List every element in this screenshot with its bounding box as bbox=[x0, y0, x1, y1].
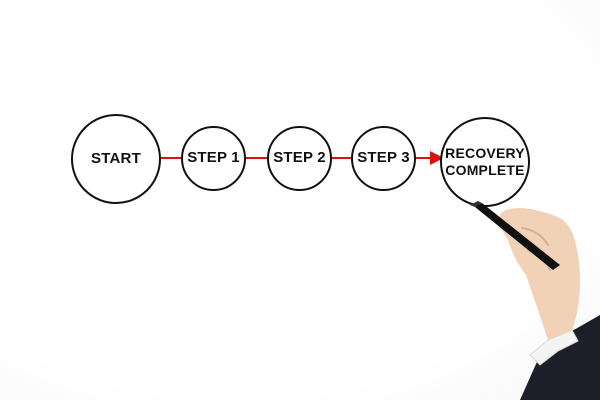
node-start: START bbox=[71, 114, 161, 204]
connector-step-2-step-3 bbox=[331, 157, 353, 159]
node-step-1: STEP 1 bbox=[181, 126, 246, 191]
node-step-2: STEP 2 bbox=[267, 126, 332, 191]
connector-step-3-recovery-complete bbox=[415, 157, 433, 159]
marker-pen bbox=[475, 203, 560, 270]
suit-sleeve bbox=[520, 315, 600, 400]
node-step-1-label: STEP 1 bbox=[187, 149, 240, 167]
node-start-label: START bbox=[91, 149, 141, 167]
connector-start-step-1 bbox=[161, 157, 181, 159]
node-step-3-label: STEP 3 bbox=[357, 149, 410, 167]
connector-step-1-step-2 bbox=[245, 157, 267, 159]
marker-pen-tip bbox=[470, 201, 482, 207]
node-step-3: STEP 3 bbox=[351, 126, 416, 191]
node-recovery-complete-label: RECOVERY COMPLETE bbox=[445, 144, 525, 179]
node-step-2-label: STEP 2 bbox=[273, 149, 326, 167]
hand-with-marker-illustration bbox=[470, 201, 600, 400]
node-recovery-complete: RECOVERY COMPLETE bbox=[440, 117, 530, 207]
